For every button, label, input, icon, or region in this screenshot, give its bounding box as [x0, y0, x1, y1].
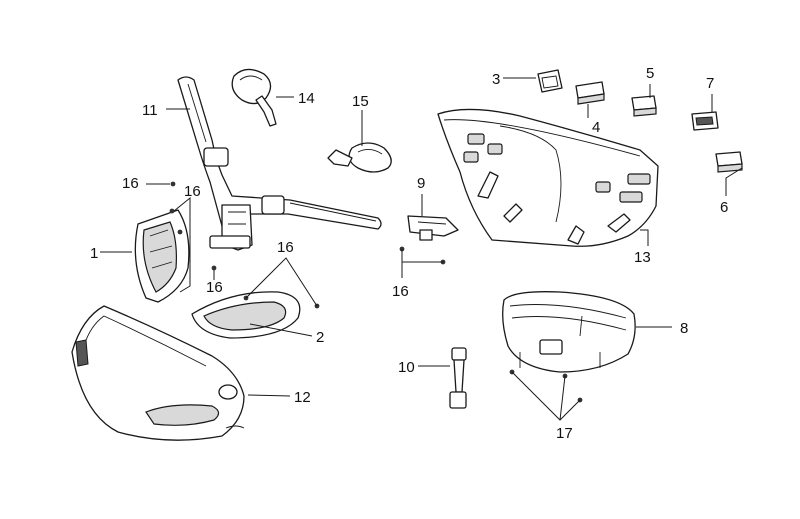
part-switch-6 [715, 151, 743, 173]
callout-6: 6 [720, 199, 728, 216]
callout-1: 1 [90, 245, 98, 262]
part-switch-4 [575, 81, 605, 105]
callout-16-b: 16 [184, 183, 201, 200]
callout-15: 15 [352, 93, 369, 110]
part-cable [449, 347, 467, 409]
callout-13: 13 [634, 249, 651, 266]
callout-11: 11 [142, 102, 158, 119]
callout-16-d: 16 [277, 239, 294, 256]
part-rear-cover [437, 108, 659, 247]
part-switch-5 [631, 95, 657, 117]
screws [169, 181, 583, 403]
callout-3: 3 [492, 71, 500, 88]
callout-2: 2 [316, 329, 324, 346]
leader-lines [100, 77, 743, 421]
part-switch-3 [537, 69, 563, 93]
callout-4: 4 [592, 119, 600, 136]
part-mirror-left [231, 68, 277, 127]
callout-9: 9 [417, 175, 425, 192]
callout-10: 10 [398, 359, 415, 376]
part-switch-7 [691, 111, 719, 131]
part-speedometer [502, 291, 636, 373]
callout-16-c: 16 [206, 279, 223, 296]
callout-17: 17 [556, 425, 573, 442]
callout-7: 7 [706, 75, 714, 92]
part-front-cover [71, 305, 245, 441]
part-headlight [134, 209, 190, 303]
callout-16-a: 16 [122, 175, 139, 192]
callout-14: 14 [298, 90, 315, 107]
callout-5: 5 [646, 65, 654, 82]
part-lamp-lens [191, 291, 301, 339]
part-handlebar [177, 76, 382, 251]
part-mirror-right [327, 142, 392, 173]
callout-labels: 1 2 3 4 5 6 7 8 9 10 11 12 13 14 15 16 1… [90, 65, 728, 442]
callout-8: 8 [680, 320, 688, 337]
callout-16-e: 16 [392, 283, 409, 300]
callout-12: 12 [294, 389, 311, 406]
part-bracket [407, 215, 459, 241]
